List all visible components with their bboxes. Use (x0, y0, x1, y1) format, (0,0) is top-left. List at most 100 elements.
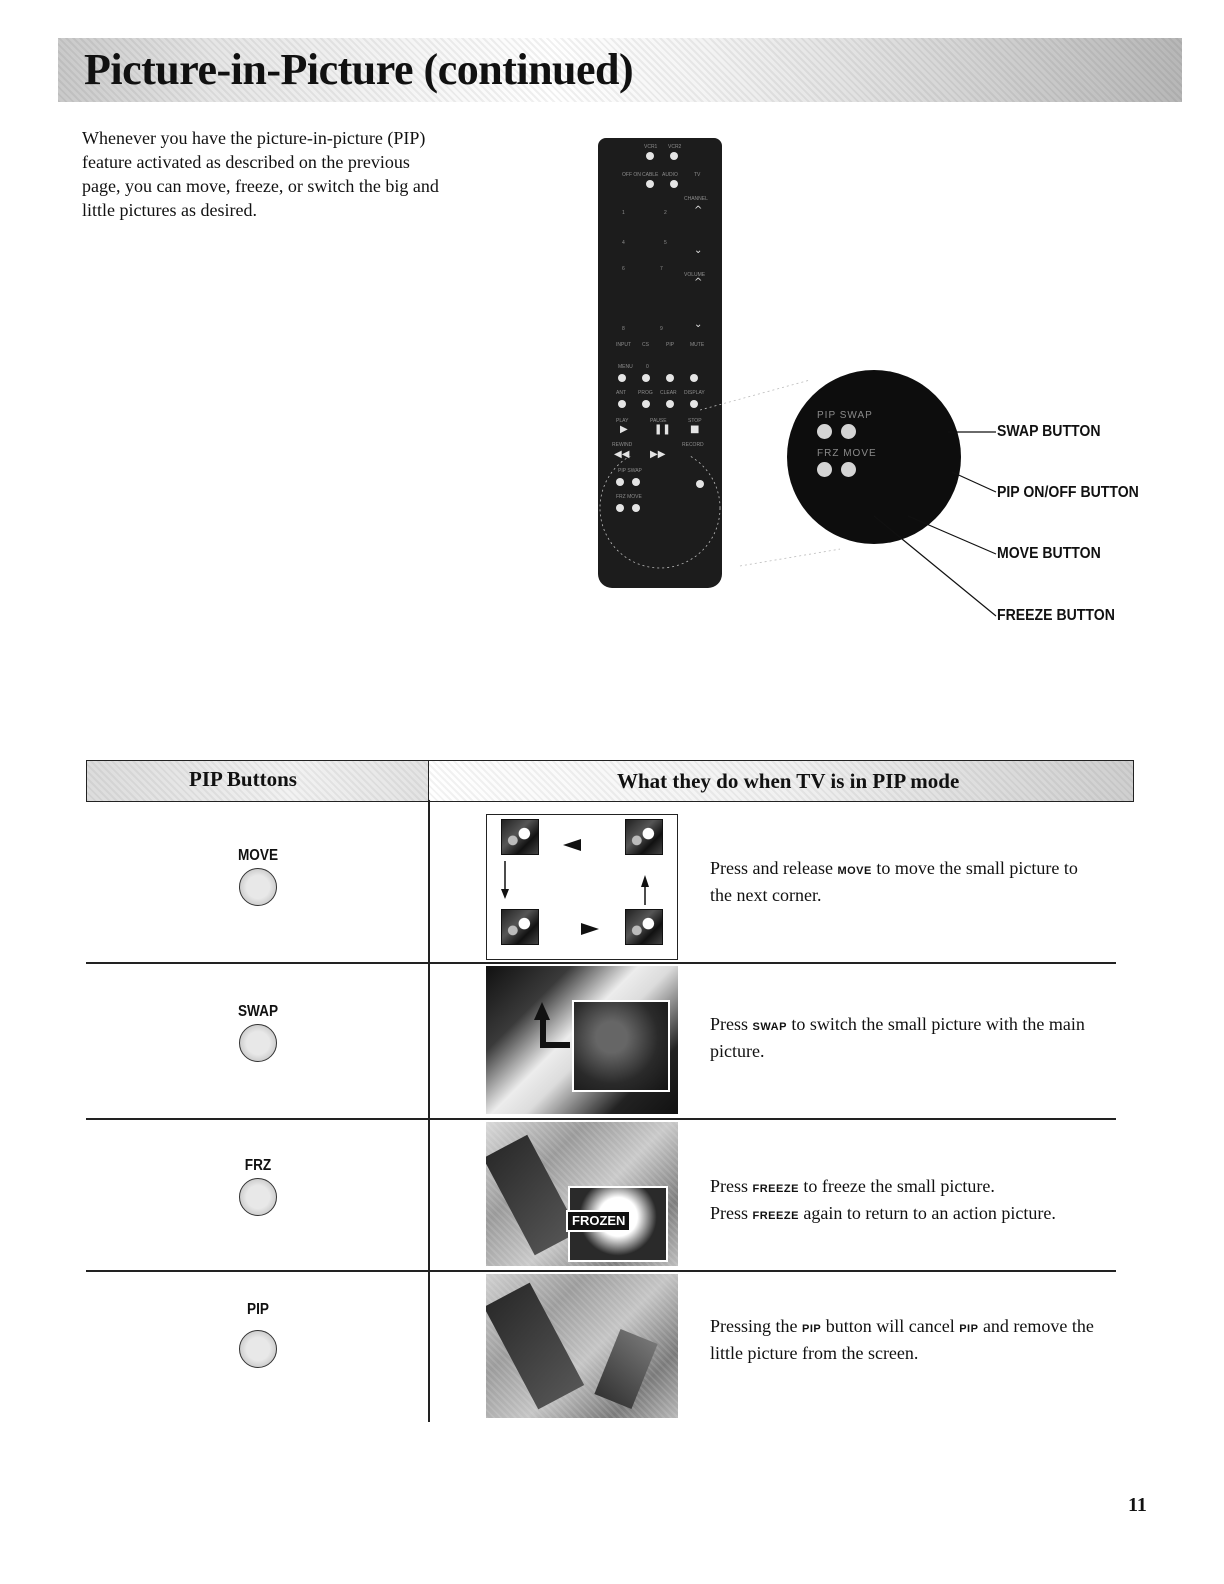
pip-figure-2 (594, 1329, 658, 1409)
callout-leader-lines (873, 431, 997, 617)
pip-button-icon (239, 1330, 277, 1368)
table-header-left-text: PIP Buttons (189, 767, 297, 791)
fast-forward-icon: ▶▶ (650, 449, 666, 460)
freeze-desc-line1-post: to freeze the small picture. (798, 1176, 995, 1196)
remote-key-7: 7 (660, 266, 663, 272)
volume-up-icon: ^ (694, 277, 703, 288)
table-column-divider (428, 800, 430, 1422)
pip-thumbnail-bottom-left (501, 909, 539, 945)
freeze-description: Press FREEZE to freeze the small picture… (710, 1174, 1130, 1228)
move-arrows-icon (501, 839, 649, 935)
remote-label-rewind: REWIND (612, 442, 633, 448)
remote-ant-button (618, 400, 626, 408)
remote-label-pip: PIP (666, 342, 675, 348)
zoomed-button-detail: PIP SWAP FRZ MOVE (787, 370, 961, 544)
remote-row1-button-3 (666, 374, 674, 382)
remote-key-8: 8 (622, 326, 625, 332)
page-number: 11 (1128, 1494, 1147, 1516)
freeze-desc-line2-pre: Press (710, 1203, 753, 1223)
remote-label-vcr1: VCR1 (644, 144, 658, 150)
remote-key-0: 0 (646, 364, 649, 370)
remote-label-pip-swap: PIP SWAP (618, 468, 642, 474)
pip-thumbnail-top-right (625, 819, 663, 855)
table-row-divider-1 (86, 962, 1116, 964)
freeze-illustration: FROZEN (486, 1122, 678, 1266)
move-desc-keyword: MOVE (837, 865, 872, 877)
remote-label-off-on: OFF ON (622, 172, 641, 178)
remote-label-tv: TV (694, 172, 701, 178)
remote-swap-button (632, 478, 640, 486)
remote-label-prog: PROG (638, 390, 653, 396)
freeze-desc-line1-keyword: FREEZE (752, 1183, 799, 1195)
channel-down-icon: ⌄ (694, 245, 703, 256)
remote-label-record: RECORD (682, 442, 704, 448)
table-header-pip-buttons: PIP Buttons (86, 760, 428, 802)
remote-row1-button-2 (642, 374, 650, 382)
swap-arrow-icon (534, 1002, 570, 1048)
remote-audio-button (670, 180, 678, 188)
zoom-label-pip-swap: PIP SWAP (817, 410, 873, 421)
remote-clear-button (666, 400, 674, 408)
pip-desc-post: and remove the little picture from the s… (710, 1316, 1094, 1363)
remote-vcr1-button (646, 152, 654, 160)
remote-label-volume: VOLUME (684, 272, 706, 278)
pip-desc-pre: Pressing the (710, 1316, 802, 1336)
move-button-icon (239, 868, 277, 906)
remote-display-button (690, 400, 698, 408)
table-row-divider-3 (86, 1270, 1116, 1272)
move-desc-pre: Press and release (710, 858, 838, 878)
zoom-swap-button (841, 424, 856, 439)
frozen-overlay-label: FROZEN (566, 1210, 632, 1232)
zoom-label-frz-move: FRZ MOVE (817, 448, 877, 459)
page-title: Picture-in-Picture (continued) (84, 45, 634, 94)
remote-label-cable: CABLE (642, 172, 659, 178)
remote-label-vcr2: VCR2 (668, 144, 682, 150)
pause-icon: ❚❚ (654, 424, 671, 435)
intro-text: Whenever you have the picture-in-picture… (82, 128, 439, 220)
zoom-pip-button (817, 424, 832, 439)
remote-label-channel: CHANNEL (684, 196, 708, 202)
remote-label-display: DISPLAY (684, 390, 705, 396)
remote-label-play: PLAY (616, 418, 629, 424)
swap-small-picture (572, 1000, 670, 1092)
remote-key-5: 5 (664, 240, 667, 246)
remote-label-stop: STOP (688, 418, 702, 424)
remote-key-9: 9 (660, 326, 663, 332)
remote-label-input: INPUT (616, 342, 631, 348)
remote-freeze-button (616, 504, 624, 512)
remote-cable-button (646, 180, 654, 188)
remote-label-ant: ANT (616, 390, 626, 396)
remote-label-clear: CLEAR (660, 390, 677, 396)
remote-key-1: 1 (622, 210, 625, 216)
remote-move-button (632, 504, 640, 512)
move-description: Press and release MOVE to move the small… (710, 856, 1100, 907)
remote-label-pause: PAUSE (650, 418, 667, 424)
freeze-figure (486, 1134, 579, 1256)
swap-button-label: SWAP (237, 1003, 279, 1020)
pip-desc-keyword-2: PIP (959, 1323, 979, 1335)
remote-label-cs: CS (642, 342, 649, 348)
pip-description: Pressing the PIP button will cancel PIP … (710, 1314, 1120, 1365)
remote-menu-button (618, 374, 626, 382)
move-desc-post: to move the small picture to the next co… (710, 858, 1078, 905)
swap-illustration (486, 966, 678, 1114)
volume-down-icon: ⌄ (694, 319, 703, 330)
freeze-desc-line1-pre: Press (710, 1176, 753, 1196)
pip-figure (486, 1282, 585, 1410)
swap-desc-keyword: SWAP (752, 1021, 787, 1033)
callout-swap-button: SWAP BUTTON (997, 423, 1101, 440)
table-header-what-they-do: What they do when TV is in PIP mode (428, 760, 1134, 802)
remote-key-2: 2 (664, 210, 667, 216)
table-header-right-text: What they do when TV is in PIP mode (617, 769, 960, 793)
remote-label-frz-move: FRZ MOVE (616, 494, 642, 500)
play-icon: ▶ (620, 424, 628, 435)
move-illustration (486, 814, 678, 960)
pip-thumbnail-bottom-right (625, 909, 663, 945)
remote-pip-onoff-button (696, 480, 704, 488)
freeze-button-icon (239, 1178, 277, 1216)
header-banner (58, 38, 1182, 102)
remote-prog-button (642, 400, 650, 408)
remote-control-illustration: VCR1 VCR2 OFF ON CABLE AUDIO TV CHANNEL … (598, 138, 722, 588)
rewind-icon: ◀◀ (614, 449, 630, 460)
swap-desc-post: to switch the small picture with the mai… (710, 1014, 1085, 1061)
